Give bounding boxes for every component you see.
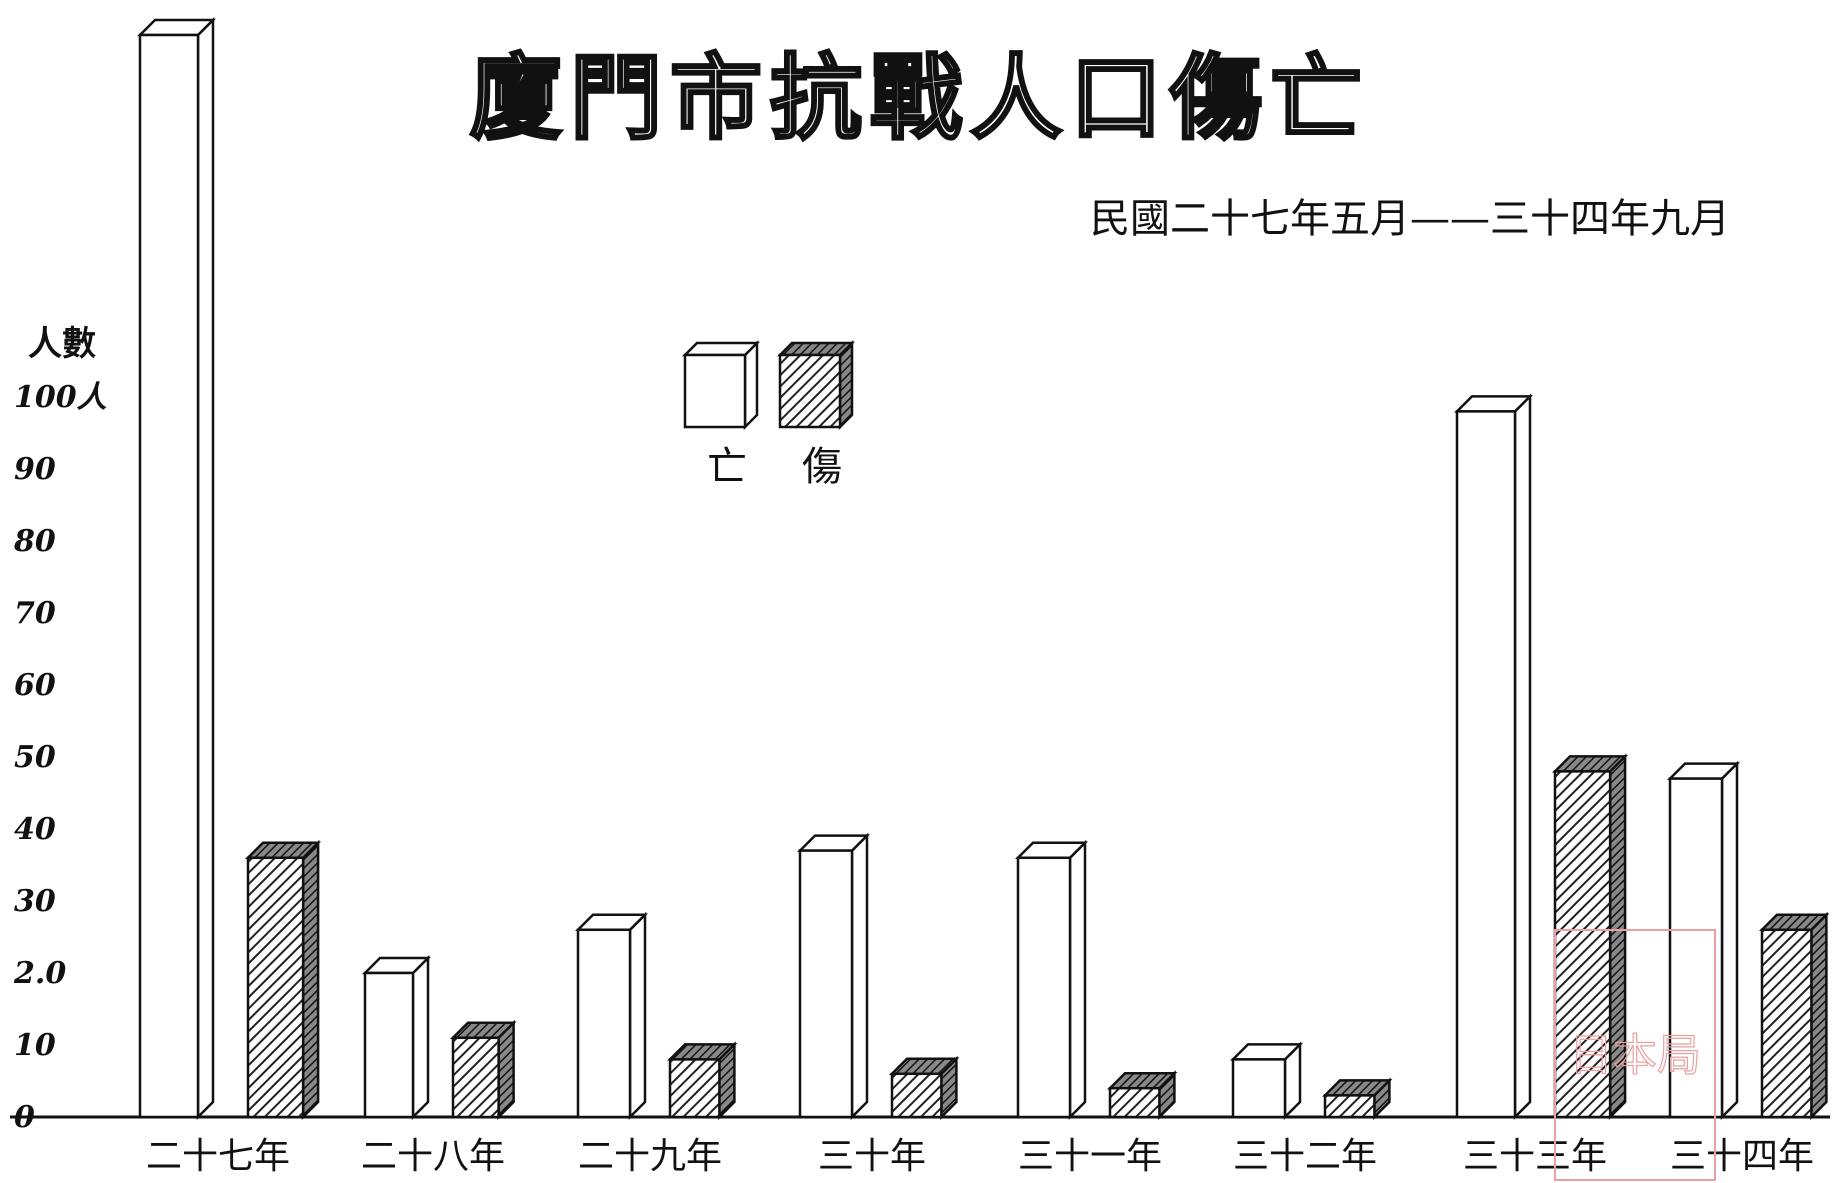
x-category-label: 三十一年: [1018, 1136, 1162, 1177]
bar-wounded-front: [1553, 770, 1612, 1119]
y-tick-label: 90: [14, 452, 56, 487]
bar-wounded: [1106, 1070, 1178, 1121]
legend-item: 亡: [681, 339, 761, 490]
chart-subtitle: 民國二十七年五月——三十四年九月: [1090, 196, 1730, 242]
bar-wounded: [244, 839, 322, 1121]
legend-swatch-side: [838, 339, 854, 431]
bar-dead-front: [798, 849, 854, 1119]
bar-dead-front: [1231, 1058, 1287, 1119]
y-tick-label: 2.0: [13, 956, 66, 991]
bar-wounded: [1321, 1077, 1393, 1121]
bar-dead: [1229, 1041, 1304, 1121]
y-tick-label: 40: [14, 812, 56, 847]
bar-dead-side: [1720, 760, 1739, 1121]
bar-wounded-front: [668, 1058, 721, 1119]
y-tick-label: 60: [14, 668, 56, 703]
y-tick-label: 80: [13, 524, 56, 559]
bar-dead-side: [1513, 393, 1532, 1121]
x-category-label: 二十九年: [578, 1136, 722, 1177]
bar-wounded-side: [301, 839, 320, 1121]
legend-swatch: [683, 353, 747, 429]
bar-dead-side: [196, 16, 215, 1121]
bar-dead: [1014, 839, 1089, 1121]
x-category-label: 三十三年: [1463, 1136, 1607, 1177]
bar-dead-front: [576, 928, 632, 1119]
x-category-label: 三十四年: [1670, 1136, 1814, 1177]
bar-dead-side: [411, 954, 430, 1121]
bar-dead-front: [1016, 856, 1072, 1119]
legend: 亡傷: [681, 339, 856, 490]
x-category-label: 三十二年: [1233, 1136, 1377, 1177]
legend-label: 亡: [707, 444, 747, 490]
legend-swatch: [778, 353, 842, 429]
bar-dead-side: [1068, 839, 1087, 1121]
y-tick-label: 70: [14, 596, 56, 631]
legend-swatch-side: [743, 339, 759, 431]
seal-text: 日本局: [1569, 1030, 1701, 1081]
bar-wounded-front: [890, 1072, 943, 1119]
bar-dead: [136, 16, 217, 1121]
bar-wounded-front: [451, 1036, 500, 1119]
bar-wounded: [666, 1041, 738, 1121]
y-tick-label: 50: [14, 740, 56, 775]
legend-swatch-top: [681, 341, 761, 357]
x-category-label: 二十八年: [361, 1136, 505, 1177]
legend-swatch-top: [776, 341, 856, 357]
y-axis-label: 人數: [28, 324, 96, 364]
bar-wounded-front: [1108, 1086, 1161, 1119]
bar-wounded-front: [1323, 1094, 1376, 1119]
bars: [136, 16, 1830, 1121]
y-tick-label: 100人: [14, 380, 107, 415]
y-tick-label: 30: [14, 884, 56, 919]
legend-item: 傷: [776, 339, 856, 490]
bar-dead-front: [1455, 410, 1517, 1119]
legend-label: 傷: [802, 444, 842, 490]
bar-wounded: [1758, 911, 1830, 1121]
bar-dead-front: [138, 33, 200, 1119]
bar-dead-side: [628, 911, 647, 1121]
bar-wounded-side: [1810, 911, 1828, 1121]
bar-wounded: [888, 1055, 960, 1121]
bar-wounded: [1551, 753, 1629, 1121]
x-category-label: 二十七年: [146, 1136, 290, 1177]
y-tick-label: 10: [14, 1028, 56, 1063]
bar-dead-front: [363, 971, 415, 1119]
bar-dead: [796, 832, 871, 1121]
bar-wounded-front: [246, 856, 305, 1119]
bar-dead-front: [1668, 777, 1724, 1119]
bar-wounded-front: [1760, 928, 1813, 1119]
red-seal-stamp: 日本局: [1554, 929, 1716, 1181]
bar-dead: [1666, 760, 1741, 1121]
x-category-label: 三十年: [818, 1136, 926, 1177]
bar-dead: [574, 911, 649, 1121]
chart-title: 廈門市抗戰人口傷亡: [470, 44, 1370, 152]
x-axis-category-labels: 二十七年 二十八年 二十九年 三十年 三十一年 三十二年 三十三年 三十四年: [146, 1136, 1814, 1177]
bar-dead: [361, 954, 432, 1121]
bar-dead: [1453, 393, 1534, 1121]
bar-dead-side: [850, 832, 869, 1121]
bar-wounded: [449, 1019, 517, 1121]
